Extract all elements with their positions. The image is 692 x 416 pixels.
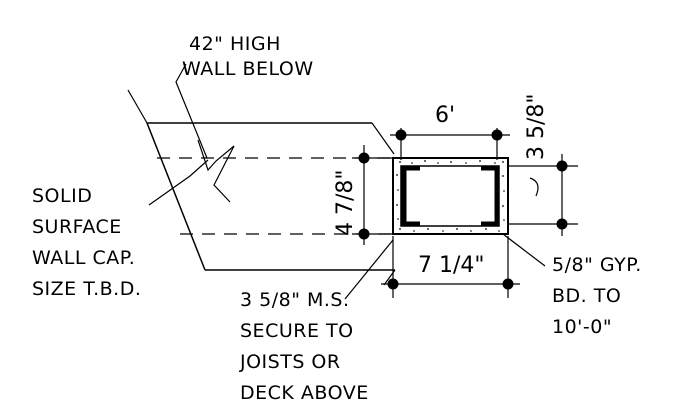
note-wall-cap-line-4: SIZE T.B.D. [32, 278, 141, 300]
note-gyp-board: 5/8" GYP. BD. TO 10'-0" [552, 254, 642, 338]
note-metal-stud: 3 5/8" M.S. SECURE TO JOISTS OR DECK ABO… [239, 289, 369, 404]
metal-stud-left [401, 165, 420, 227]
stud-cavity [400, 165, 500, 227]
top-width-label: 6' [435, 103, 455, 128]
right-stud-dimension [508, 154, 578, 236]
note-metal-stud-line-4: DECK ABOVE [240, 382, 369, 404]
left-height-label: 4 7/8" [333, 169, 358, 236]
right-stud-label: 3 5/8" [524, 93, 549, 160]
note-wall-below-line-2: WALL BELOW [182, 58, 314, 80]
leader-lines [148, 63, 546, 300]
top-width-dimension [390, 128, 510, 160]
break-line [197, 139, 235, 203]
note-wall-cap-line-3: WALL CAP. [32, 247, 135, 269]
note-wall-cap-line-2: SURFACE [32, 216, 122, 238]
note-wall-cap: SOLID SURFACE WALL CAP. SIZE T.B.D. [32, 185, 141, 300]
note-wall-below: 42" HIGH WALL BELOW [182, 33, 314, 80]
note-wall-below-line-1: 42" HIGH [189, 33, 281, 55]
note-metal-stud-line-1: 3 5/8" M.S. [240, 289, 350, 311]
note-metal-stud-line-2: SECURE TO [240, 320, 354, 342]
note-metal-stud-line-3: JOISTS OR [239, 351, 341, 373]
note-gyp-board-line-1: 5/8" GYP. [552, 254, 642, 276]
gyp-board-stipple [396, 160, 505, 232]
bottom-width-dimension [381, 236, 520, 298]
note-gyp-board-line-3: 10'-0" [552, 316, 612, 338]
left-height-dimension [352, 145, 395, 245]
bottom-width-label: 7 1/4" [418, 253, 485, 278]
metal-stud-right [481, 165, 500, 227]
note-wall-cap-line-1: SOLID [32, 185, 92, 207]
note-gyp-board-line-2: BD. TO [552, 285, 621, 307]
